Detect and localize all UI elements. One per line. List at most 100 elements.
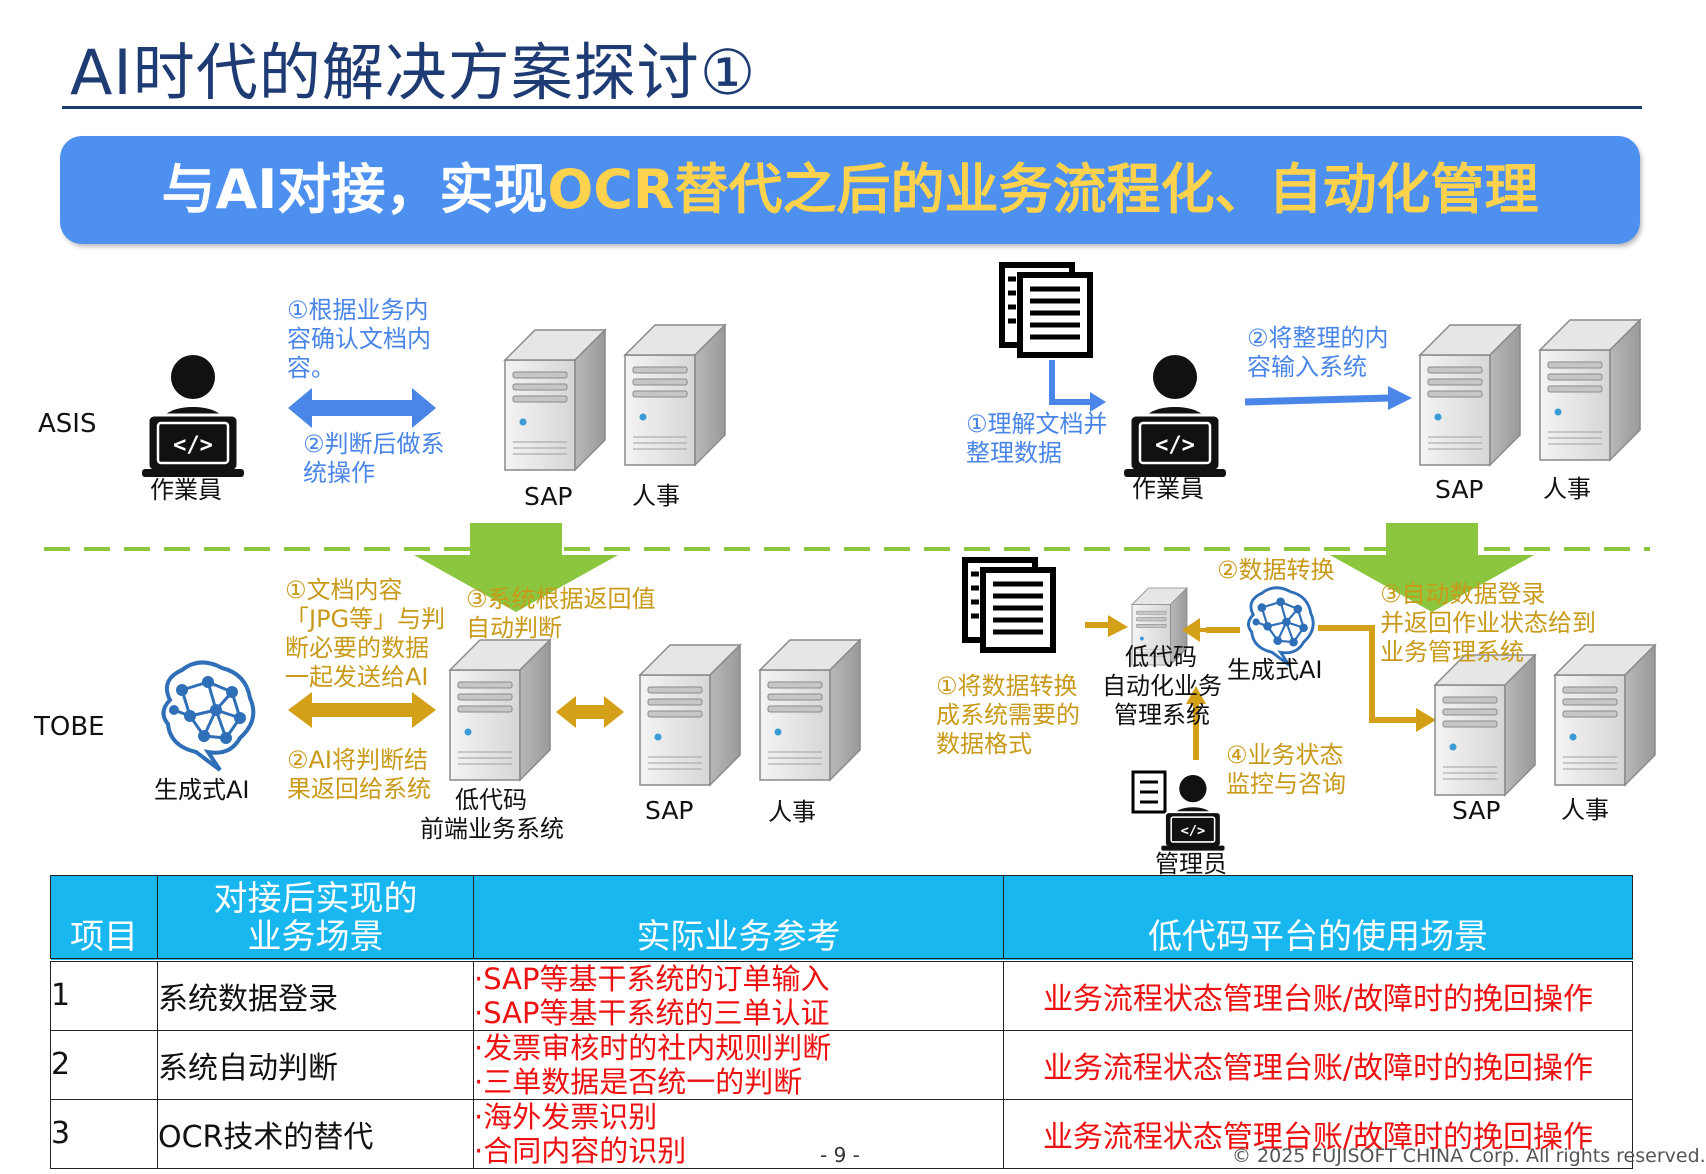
lowcode-server-icon — [449, 639, 551, 781]
lowcode-label: 自动化业务 — [1102, 672, 1222, 700]
sap-server-icon — [1434, 654, 1536, 796]
arrow-right-icon — [1416, 708, 1436, 732]
documents-icon — [965, 560, 1053, 650]
lowcode-label: 前端业务系统 — [420, 815, 564, 843]
asis-note-line: 容输入系统 — [1247, 353, 1367, 381]
row-reference: ·SAP等基干系统的订单输入·SAP等基干系统的三单认证 — [473, 959, 1004, 1031]
arrow-right-icon — [1388, 386, 1412, 410]
row-number: 3 — [50, 1098, 158, 1169]
hr-label: 人事 — [632, 482, 680, 510]
sap-server-icon — [639, 644, 741, 786]
header-usage: 低代码平台的使用场景 — [1003, 875, 1633, 960]
tobe-row-label: TOBE — [34, 712, 105, 742]
row-number: 2 — [50, 1029, 158, 1100]
tobe-note-line: ②数据转换 — [1217, 556, 1335, 584]
generative-ai-label: 生成式AI — [154, 776, 250, 804]
tobe-note-line: 果返回给系统 — [287, 775, 431, 803]
tobe-note-line: 自动判断 — [466, 614, 562, 642]
sap-label: SAP — [645, 796, 694, 825]
admin-label: 管理员 — [1155, 850, 1227, 878]
worker-label: 作業員 — [1132, 475, 1204, 503]
sap-label: SAP — [524, 482, 573, 511]
asis-note-line: 容确认文档内 — [287, 325, 431, 353]
tobe-note-line: ④业务状态 — [1226, 741, 1344, 769]
hr-label: 人事 — [1561, 796, 1609, 824]
documents-icon — [1002, 265, 1090, 355]
admin-icon — [1160, 774, 1226, 852]
sap-label: SAP — [1435, 475, 1484, 504]
tobe-note-line: ①将数据转换 — [936, 672, 1078, 700]
table-row: 2 系统自动判断 ·发票审核时的社内规则判断·三单数据是否统一的判断 业务流程状… — [50, 1029, 1633, 1100]
headline-banner — [60, 136, 1640, 244]
banner-text-white: 与AI对接，实现 — [161, 158, 548, 221]
hr-server-icon — [1554, 644, 1656, 786]
tobe-note-line: 监控与咨询 — [1226, 770, 1346, 798]
bidirectional-arrow-icon — [288, 388, 436, 428]
header-item: 项目 — [50, 875, 158, 960]
title-underline — [62, 106, 1642, 109]
asis-note-line: ②判断后做系 — [303, 430, 445, 458]
sap-server-icon — [504, 329, 606, 471]
asis-note-line: 容。 — [287, 354, 335, 382]
row-scene: 系统数据登录 — [157, 959, 474, 1031]
asis-note-line: ①根据业务内 — [287, 296, 429, 324]
lowcode-label: 低代码 — [1125, 643, 1197, 671]
sap-label: SAP — [1452, 796, 1501, 825]
tobe-note-line: ③系统根据返回值 — [466, 585, 656, 613]
worker-label: 作業員 — [150, 476, 222, 504]
worker-icon — [1122, 353, 1228, 479]
table-row: 1 系统数据登录 ·SAP等基干系统的订单输入·SAP等基干系统的三单认证 业务… — [50, 959, 1633, 1031]
headline-banner-text: 与AI对接，实现OCR替代之后的业务流程化、自动化管理 — [60, 136, 1640, 244]
copyright-text: © 2025 FUJISOFT CHINA Corp. All rights r… — [1232, 1145, 1706, 1167]
bidirectional-arrow-icon — [288, 692, 436, 728]
tobe-note-line: ③自动数据登录 — [1380, 580, 1546, 608]
lowcode-label: 低代码 — [455, 786, 527, 814]
tobe-note-line: 一起发送给AI — [285, 663, 429, 691]
checklist-icon — [1131, 770, 1167, 814]
hr-label: 人事 — [1543, 475, 1591, 503]
row-reference: ·发票审核时的社内规则判断·三单数据是否统一的判断 — [473, 1029, 1004, 1100]
generative-ai-icon — [1247, 586, 1315, 667]
tobe-note-line: 成系统需要的 — [936, 701, 1080, 729]
tobe-note-line: 数据格式 — [936, 730, 1032, 758]
row-reference: ·海外发票识别·合同内容的识别 — [473, 1098, 1004, 1169]
row-usage: 业务流程状态管理台账/故障时的挽回操作 — [1003, 1098, 1633, 1169]
tobe-note-line: 并返回作业状态给到 — [1380, 609, 1596, 637]
tobe-note-line: ②AI将判断结 — [287, 746, 429, 774]
asis-note-line: 整理数据 — [966, 439, 1062, 467]
down-arrow-icon — [414, 523, 618, 612]
header-scene: 对接后实现的业务场景 — [157, 875, 474, 960]
page-title: AI时代的解决方案探讨① — [70, 36, 757, 109]
generative-ai-label: 生成式AI — [1227, 656, 1323, 684]
row-usage: 业务流程状态管理台账/故障时的挽回操作 — [1003, 1029, 1633, 1100]
row-number: 1 — [50, 959, 158, 1031]
asis-note-line: ②将整理的内 — [1247, 324, 1389, 352]
bidirectional-arrow-icon — [556, 696, 624, 728]
scenario-table: 项目 对接后实现的业务场景 实际业务参考 低代码平台的使用场景 1 系统数据登录… — [50, 875, 1633, 1169]
asis-note-line: 统操作 — [303, 459, 375, 487]
worker-icon — [140, 353, 246, 479]
generative-ai-icon — [161, 660, 256, 772]
hr-label: 人事 — [768, 798, 816, 826]
lowcode-label: 管理系统 — [1114, 701, 1210, 729]
header-reference: 实际业务参考 — [473, 875, 1004, 960]
tobe-note-line: ①文档内容 — [285, 576, 403, 604]
tobe-note-line: 业务管理系统 — [1380, 638, 1524, 666]
row-scene: 系统自动判断 — [157, 1029, 474, 1100]
asis-row-label: ASIS — [38, 409, 97, 439]
tobe-note-line: 「JPG等」与判 — [285, 605, 446, 633]
hr-server-icon — [1539, 319, 1641, 461]
row-scene: OCR技术的替代 — [157, 1098, 474, 1169]
sap-server-icon — [1419, 324, 1521, 466]
table-row: 3 OCR技术的替代 ·海外发票识别·合同内容的识别 业务流程状态管理台账/故障… — [50, 1098, 1633, 1169]
banner-text-yellow: OCR替代之后的业务流程化、自动化管理 — [547, 158, 1539, 221]
table-header-row: 项目 对接后实现的业务场景 实际业务参考 低代码平台的使用场景 — [50, 875, 1633, 960]
asis-note-line: ①理解文档并 — [966, 410, 1108, 438]
row-usage: 业务流程状态管理台账/故障时的挽回操作 — [1003, 959, 1633, 1031]
hr-server-icon — [624, 324, 726, 466]
tobe-note-line: 断必要的数据 — [285, 634, 429, 662]
page-number: - 9 - — [820, 1143, 860, 1167]
hr-server-icon — [759, 639, 861, 781]
down-arrow-icon — [1330, 523, 1534, 612]
